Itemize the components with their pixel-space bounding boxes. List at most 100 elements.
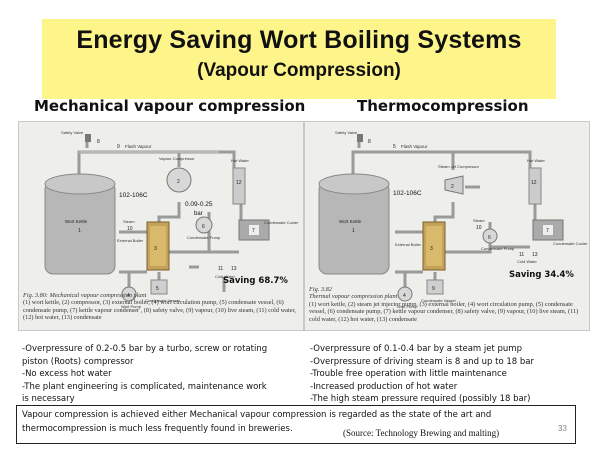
label-1: 1	[352, 228, 355, 234]
label-4: 4	[127, 293, 130, 299]
condensate-pump	[195, 216, 213, 234]
compressor-label: Vapour Compressor	[159, 156, 195, 161]
safety-valve	[85, 134, 91, 142]
label-9: 9	[117, 144, 120, 150]
mechanical-vapour-diagram: Wort Kettle 1 Safety Valve 8 9 Flash Vap…	[18, 121, 304, 331]
right-bullets: -Overpressure of 0.1-0.4 bar by a steam …	[310, 343, 534, 406]
left-bullet: is necessary	[22, 394, 75, 404]
thermocompression-diagram: Wort Kettle 1 Safety Valve 8 5 Flash Vap…	[304, 121, 590, 331]
cold-water-label: Cold Water	[517, 259, 538, 264]
wort-kettle-label: Wort Kettle	[339, 219, 362, 224]
slide-subtitle: (Vapour Compression)	[197, 60, 401, 81]
summary-note: Vapour compression is achieved either Me…	[16, 405, 576, 444]
thermocompression-schematic: Wort Kettle 1 Safety Valve 8 5 Flash Vap…	[318, 130, 588, 309]
left-bullet: piston (Roots) compressor	[22, 356, 134, 367]
wort-pump-label: Wort Pump	[397, 304, 418, 309]
hot-water-tank	[528, 167, 542, 205]
label-12: 12	[531, 180, 537, 186]
wort-pump	[121, 286, 137, 302]
label-9: 9	[432, 286, 435, 292]
external-boiler-label: External Boiler	[117, 238, 144, 243]
label-1: 1	[78, 228, 81, 234]
slide-title: Energy Saving Wort Boiling Systems	[76, 26, 522, 54]
safety-valve	[357, 134, 363, 142]
label-10: 10	[127, 226, 133, 232]
boiler-core	[426, 226, 442, 266]
label-8: 8	[368, 139, 371, 145]
right-bullet: -The high steam pressure required (possi…	[310, 394, 531, 404]
label-2: 2	[177, 179, 180, 185]
flash-vapour-label: Flash Vapour	[401, 144, 428, 149]
condensate-vessel-label: Condensate Vessel	[421, 298, 456, 303]
left-caption: Fig. 3.80: Mechanical vapour compression…	[23, 292, 299, 322]
hot-water-label: Hot Water	[231, 158, 250, 163]
boiler-core	[150, 226, 166, 266]
left-bullet: -The plant engineering is complicated, m…	[22, 381, 267, 392]
right-bullet: -Increased production of hot water	[310, 381, 458, 392]
right-caption-title: Fig. 3.82	[309, 286, 332, 293]
left-caption-body: (1) wort kettle, (2) compressor, (3) ext…	[23, 299, 296, 322]
condensate-cooler-label: Condensate Cooler	[553, 241, 588, 246]
right-caption-body: (1) wort kettle, (2) steam jet injector …	[309, 300, 579, 323]
right-bullet: -Overpressure of 0.1-0.4 bar by a steam …	[310, 344, 522, 354]
right-caption: Fig. 3.82 Thermal vapour compression pla…	[309, 286, 585, 323]
steam-label: Steam	[123, 219, 135, 224]
external-boiler-label: External Boiler	[395, 242, 422, 247]
condensate-vessel	[150, 279, 168, 295]
right-bullet: -Overpressure of driving steam is 8 and …	[310, 356, 535, 367]
flash-vapour-label: Flash Vapour	[125, 144, 152, 149]
label-12: 12	[236, 180, 242, 186]
cooler-window	[543, 225, 553, 235]
condensate-vessel-label: Condensate Vessel	[145, 298, 180, 303]
compressor	[166, 167, 192, 193]
pressure-annotation: 0.09-0.25	[185, 201, 213, 208]
condensate-pump-label: Condensate Pump	[481, 246, 515, 251]
steam-jet-compressor	[444, 175, 464, 195]
slide-number: 33	[558, 424, 567, 433]
right-saving: Saving 34.4%	[509, 270, 574, 280]
label-3: 3	[430, 246, 433, 252]
wort-pump-label: Wort Pump	[121, 304, 142, 309]
label-11: 11	[519, 252, 524, 258]
left-bullet: -Overpressure of 0.2-0.5 bar by a turbo,…	[22, 344, 268, 354]
title-box: Energy Saving Wort Boiling Systems (Vapo…	[42, 19, 556, 99]
source-citation: (Source: Technology Brewing and malting)	[343, 428, 500, 438]
pressure-unit: bar	[194, 211, 203, 217]
label-11: 11	[218, 266, 223, 272]
label-8: 8	[97, 139, 100, 145]
left-caption-title: Fig. 3.80: Mechanical vapour compression…	[23, 292, 147, 299]
condensate-pump	[482, 228, 498, 244]
condensate-vessel	[426, 279, 444, 295]
temp-annotation: 102-106C	[393, 190, 422, 197]
mechanical-vapour-schematic: Wort Kettle 1 Safety Valve 8 9 Flash Vap…	[44, 130, 299, 309]
label-13: 13	[532, 252, 538, 258]
left-heading: Mechanical vapour compression	[34, 97, 306, 115]
left-bullets: -Overpressure of 0.2-0.5 bar by a turbo,…	[22, 343, 267, 406]
condensate-pump-label: Condensate Pump	[187, 235, 221, 240]
left-bullet: -No excess hot water	[22, 369, 112, 379]
right-bullet: -Trouble free operation with little main…	[310, 369, 507, 379]
wort-kettle-label: Wort Kettle	[65, 219, 88, 224]
steam-label: Steam	[473, 218, 485, 223]
label-7: 7	[252, 228, 255, 234]
label-5: 5	[393, 144, 396, 150]
label-2: 2	[451, 184, 454, 190]
kettle-top	[318, 173, 390, 195]
right-heading: Thermocompression	[357, 97, 529, 115]
label-6: 6	[202, 224, 205, 230]
temp-annotation: 102-106C	[119, 192, 148, 199]
label-6: 6	[488, 235, 491, 241]
kettle-top	[44, 173, 116, 195]
cold-water-label: Cold Water	[215, 274, 236, 279]
note-line-2: thermocompression is much less frequentl…	[22, 423, 293, 434]
safety-valve-label: Safety Valve	[335, 130, 358, 135]
label-10: 10	[476, 225, 482, 231]
label-4: 4	[403, 293, 406, 299]
label-3: 3	[154, 246, 157, 252]
hot-water-label: Hot Water	[527, 158, 546, 163]
left-saving: Saving 68.7%	[223, 276, 288, 286]
label-13: 13	[231, 266, 237, 272]
note-line-1: Vapour compression is achieved either Me…	[22, 410, 492, 420]
safety-valve-label: Safety Valve	[61, 130, 84, 135]
